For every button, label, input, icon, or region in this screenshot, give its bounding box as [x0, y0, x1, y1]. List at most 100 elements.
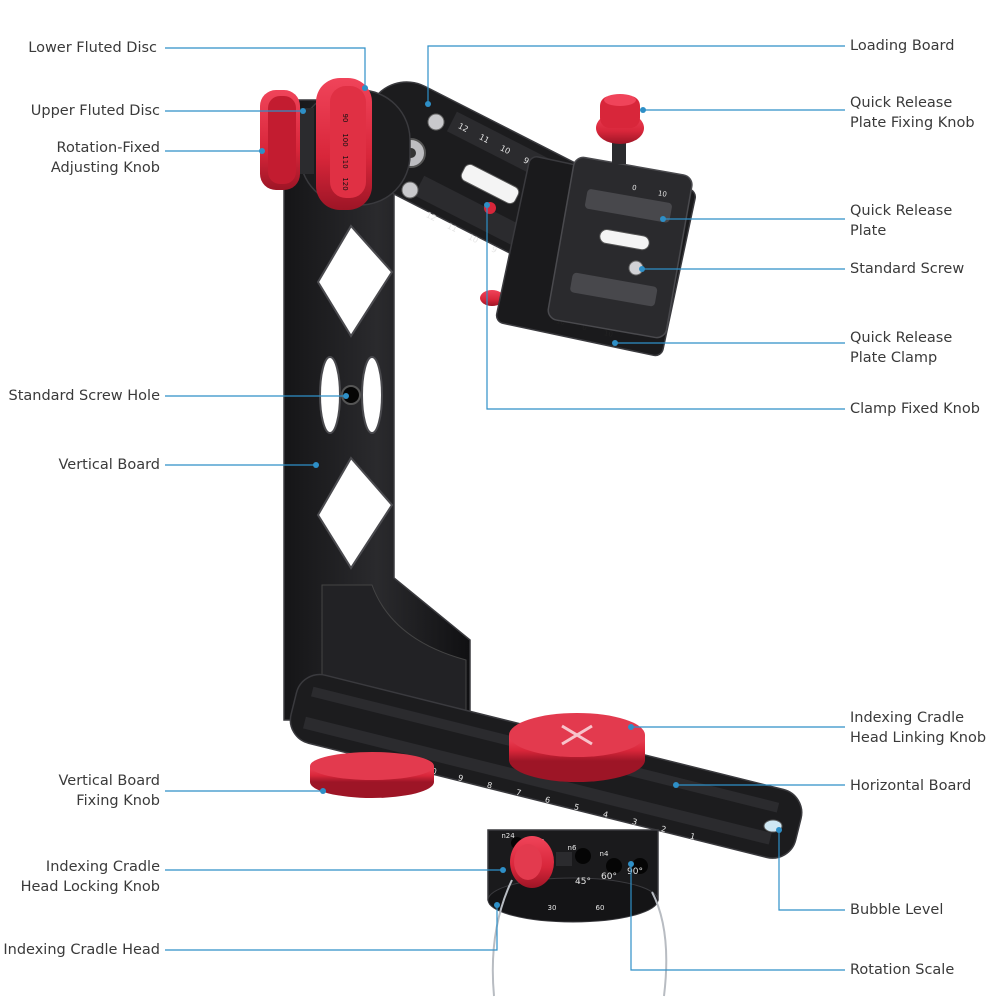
label-lower-fluted-disc: Lower Fluted Disc — [28, 38, 157, 58]
leader-dot-16 — [673, 782, 679, 788]
leader-dot-9 — [425, 101, 431, 107]
vertical-board-cutout-lower — [316, 456, 394, 570]
leader-dot-18 — [628, 861, 634, 867]
label-loading-board: Loading Board — [850, 36, 954, 56]
vertical-board-fixing-knob-line-1: Vertical Board — [58, 773, 161, 789]
vertical-fixing-knob-top — [310, 752, 434, 780]
loading-board-top-tick-2: 11 — [478, 132, 491, 145]
label-vertical-board: Vertical Board — [59, 455, 161, 475]
rotation-scale-line-1: Rotation Scale — [850, 962, 955, 978]
horizontal-tick-7: 5 — [573, 802, 580, 812]
label-horizontal-board: Horizontal Board — [850, 776, 971, 796]
loading-board-top-tick-4: 9 — [522, 156, 531, 166]
horizontal-tick-10: 2 — [660, 824, 667, 834]
fluted-disc-stack — [260, 78, 411, 210]
label-clamp-fixed-knob: Clamp Fixed Knob — [850, 399, 980, 419]
lower-fluted-disc-line-1: Lower Fluted Disc — [28, 40, 157, 56]
indexing-angle-3: 90° — [627, 867, 643, 877]
indexing-hole-label-3: n6 — [568, 844, 577, 852]
clamp-tick-3: 10 — [603, 329, 613, 339]
upper-fluted-disc-line-1: Upper Fluted Disc — [30, 103, 160, 119]
loading-board-top-tick-1: 12 — [457, 121, 470, 134]
plate-fixing-knob-top — [604, 94, 636, 106]
standard-screw-line-1: Standard Screw — [850, 261, 965, 277]
plate-fixing-knob-stem — [612, 140, 626, 164]
indexing-hole-label-4: n4 — [600, 850, 609, 858]
label-bubble-level: Bubble Level — [850, 900, 943, 920]
loading-board-line-1: Loading Board — [850, 38, 955, 54]
indexing-cradle-head-line-1: Indexing Cradle Head — [3, 942, 160, 958]
clamp-fixed-knob-line-1: Clamp Fixed Knob — [850, 401, 980, 417]
plate-tick-2: 10 — [657, 189, 667, 198]
indexing-cradle-head-linking-knob-line-1: Indexing Cradle — [850, 710, 965, 726]
disc-tick-4: 120 — [341, 177, 349, 190]
leader-line-17 — [778, 830, 845, 911]
standard-screw-hole-shape — [341, 385, 361, 405]
vertical-board-line-1: Vertical Board — [58, 457, 161, 473]
indexing-cradle-head-linking-knob-line-2: Head Linking Knob — [850, 730, 987, 746]
leader-dot-13 — [612, 340, 618, 346]
horizontal-tick-8: 4 — [602, 810, 609, 820]
indexing-hole-label-1: n24 — [501, 832, 515, 840]
horizontal-tick-9: 3 — [631, 817, 638, 827]
horizontal-tick-4: 8 — [486, 780, 493, 790]
horizontal-board-line-1: Horizontal Board — [850, 778, 972, 794]
leader-dot-11 — [660, 216, 666, 222]
leader-dot-17 — [776, 827, 782, 833]
indexing-cradle-head-bottom — [487, 877, 659, 923]
leader-dot-12 — [639, 266, 645, 272]
leader-lines — [165, 45, 845, 971]
clamp-tick-1: 10 — [555, 317, 565, 327]
quick-release-plate-line-2: Plate — [850, 223, 887, 239]
horizontal-tick-6: 6 — [544, 795, 551, 805]
rotation-fixed-adjusting-knob-line-1: Rotation-Fixed — [56, 140, 160, 156]
leader-dot-5 — [313, 462, 319, 468]
leader-dot-8 — [494, 902, 500, 908]
label-standard-screw: Standard Screw — [850, 259, 964, 279]
clamp-scale: 10 0 10 — [555, 317, 613, 339]
leader-dot-6 — [320, 788, 326, 794]
vertical-board-cutout-upper — [316, 224, 394, 338]
indexing-cradle-head-locking-knob-line-1: Indexing Cradle — [45, 859, 160, 875]
leader-line-1 — [165, 47, 366, 88]
loading-board-top-tick-3: 10 — [499, 143, 512, 156]
leader-line-9 — [427, 45, 845, 104]
quick-release-plate-line-1: Quick Release — [850, 203, 953, 219]
quick-release-plate-fixing-knob-line-2: Plate Fixing Knob — [850, 115, 975, 131]
leader-dot-15 — [628, 724, 634, 730]
loading-board-bottom-tick-4: 9 — [490, 245, 499, 255]
leader-dot-7 — [500, 867, 506, 873]
indexing-angle-1: 45° — [575, 877, 591, 887]
bubble-level-line-1: Bubble Level — [850, 902, 944, 918]
quick-release-plate-clamp-line-1: Quick Release — [850, 330, 953, 346]
quick-release-plate-fixing-knob-line-1: Quick Release — [850, 95, 953, 111]
standard-screw-hole-line-1: Standard Screw Hole — [8, 388, 160, 404]
leader-line-18 — [630, 864, 845, 971]
rotation-tick-2: 60 — [596, 904, 605, 912]
disc-tick-3: 110 — [341, 155, 349, 168]
locking-knob-stem — [556, 852, 572, 866]
leader-dot-3 — [259, 148, 265, 154]
linking-knob-logo — [561, 724, 593, 746]
indexing-cradle-head-locking-knob-line-2: Head Locking Knob — [20, 879, 160, 895]
plate-scale: 010 — [631, 184, 667, 199]
label-indexing-cradle-head: Indexing Cradle Head — [3, 940, 160, 960]
leader-dot-14 — [484, 202, 490, 208]
horizontal-tick-5: 7 — [515, 788, 522, 798]
horizontal-tick-3: 9 — [457, 773, 464, 783]
clamp-tick-2: 0 — [581, 324, 587, 333]
leader-line-8 — [165, 905, 498, 951]
leader-dot-1 — [362, 85, 368, 91]
loading-board-slot — [460, 163, 520, 205]
rotation-fixed-adjusting-knob-line-2: Adjusting Knob — [50, 160, 160, 176]
locking-knob-face — [514, 844, 542, 880]
disc-tick-2: 100 — [341, 133, 349, 146]
